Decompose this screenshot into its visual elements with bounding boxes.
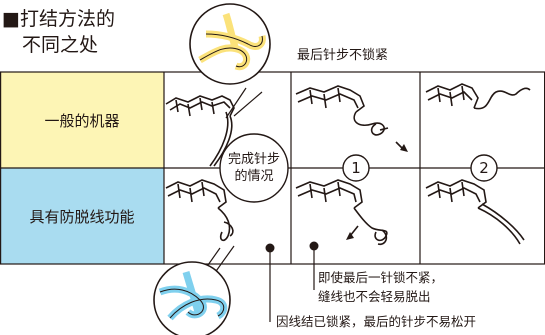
title-line-1: ■打结方法的 — [2, 8, 115, 30]
note-knot-locked: 因线结已锁紧，最后的针步不易松开 — [276, 314, 477, 329]
step-1-label: 1 — [351, 159, 361, 177]
step-2-circle — [470, 154, 498, 182]
row-label-anti-ravel-text: 具有防脱线功能 — [29, 207, 135, 226]
bubble-complete-stitch — [219, 133, 289, 203]
step-1-circle — [342, 154, 370, 182]
row-label-anti-ravel: 具有防脱线功能 — [0, 168, 164, 264]
stitch-general-step2 — [425, 83, 531, 110]
note-last-stitch-not-locked: 最后针步不锁紧 — [297, 48, 389, 63]
stitch-anti-complete — [165, 179, 234, 242]
pull-arrow-head-bottom — [346, 232, 354, 240]
magnified-knot-bottom — [153, 245, 235, 335]
note-anti-ravel-line-1: 即使最后一针锁不紧， — [318, 270, 444, 285]
stitch-anti-step1 — [295, 179, 388, 246]
stitch-general-step1 — [295, 85, 389, 136]
note-anti-ravel-line-2: 缝线也不会轻易脱出 — [318, 289, 431, 304]
row-label-general-machine: 一般的机器 — [0, 72, 164, 168]
magnified-knot-top — [189, 3, 271, 119]
bubble-line-2: 的情况 — [234, 169, 274, 184]
title-line-2: 不同之处 — [22, 34, 99, 56]
row-label-general-text: 一般的机器 — [44, 111, 120, 130]
stitch-anti-step2 — [425, 179, 525, 245]
pull-arrow-head-top — [400, 144, 408, 152]
step-2-label: 2 — [479, 159, 489, 177]
bubble-line-1: 完成针步 — [227, 152, 280, 167]
